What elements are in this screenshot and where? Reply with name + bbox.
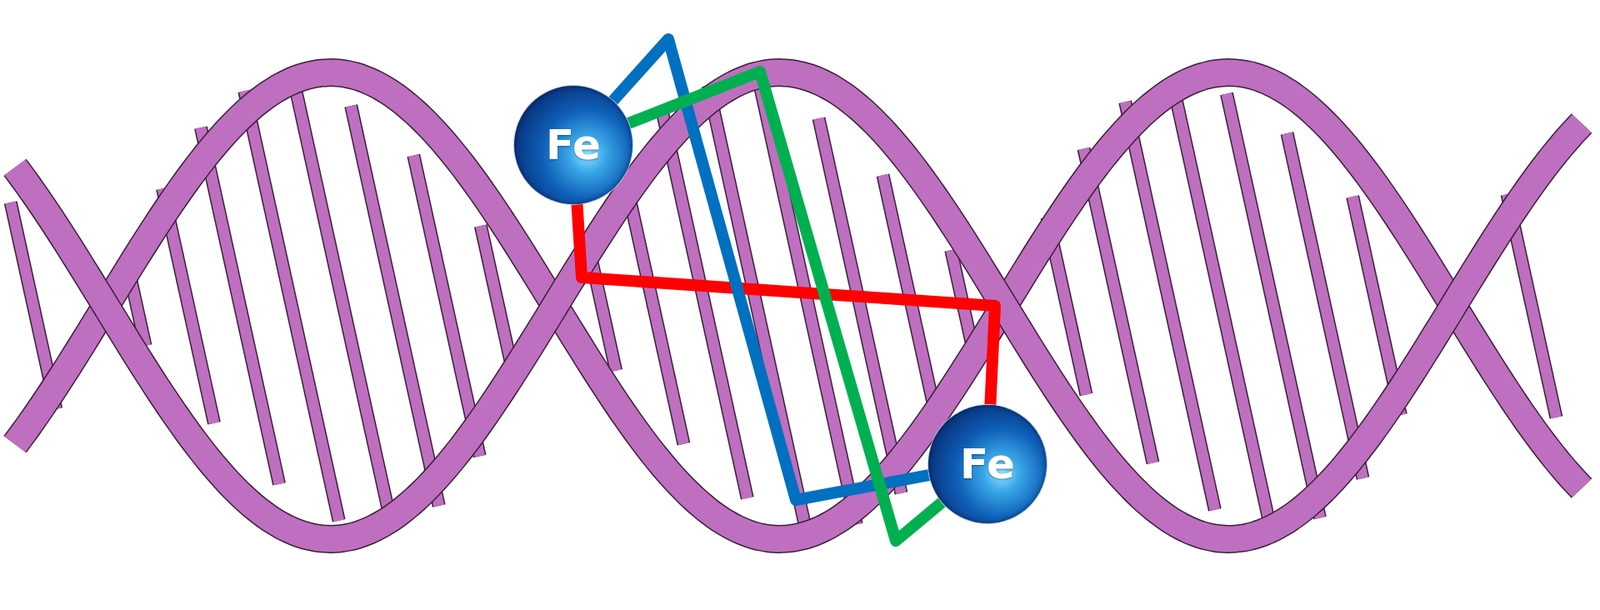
- base-pair: [1125, 101, 1215, 510]
- iron-atom: Fe: [514, 85, 633, 205]
- base-pair: [294, 83, 392, 529]
- atom-label: Fe: [545, 124, 601, 166]
- base-pair: [1172, 82, 1271, 529]
- base-pair: [1286, 133, 1363, 479]
- base-pair: [350, 105, 440, 506]
- base-pair: [1226, 94, 1320, 519]
- base-pair: [1125, 101, 1215, 510]
- helix-strands: [15, 72, 1582, 540]
- atom-label: Fe: [960, 443, 1015, 485]
- base-pair: [350, 105, 440, 506]
- bond-path: [576, 202, 995, 407]
- dna-strand: [15, 72, 1582, 540]
- base-pair: [1226, 94, 1320, 519]
- base-pair: [1286, 133, 1363, 479]
- base-pair: [760, 87, 856, 525]
- base-pair: [413, 155, 480, 457]
- strand-outline: [15, 72, 1582, 540]
- dna-strand: [15, 72, 1582, 540]
- base-pair: [244, 90, 339, 521]
- base-pair: [294, 83, 392, 529]
- base-pair: [244, 90, 339, 521]
- base-pair: [413, 155, 480, 457]
- base-pair: [760, 87, 856, 525]
- iron-atom: Fe: [928, 405, 1047, 524]
- base-pair: [1172, 82, 1271, 529]
- bond-path: [626, 71, 944, 541]
- strand-outline: [15, 72, 1582, 540]
